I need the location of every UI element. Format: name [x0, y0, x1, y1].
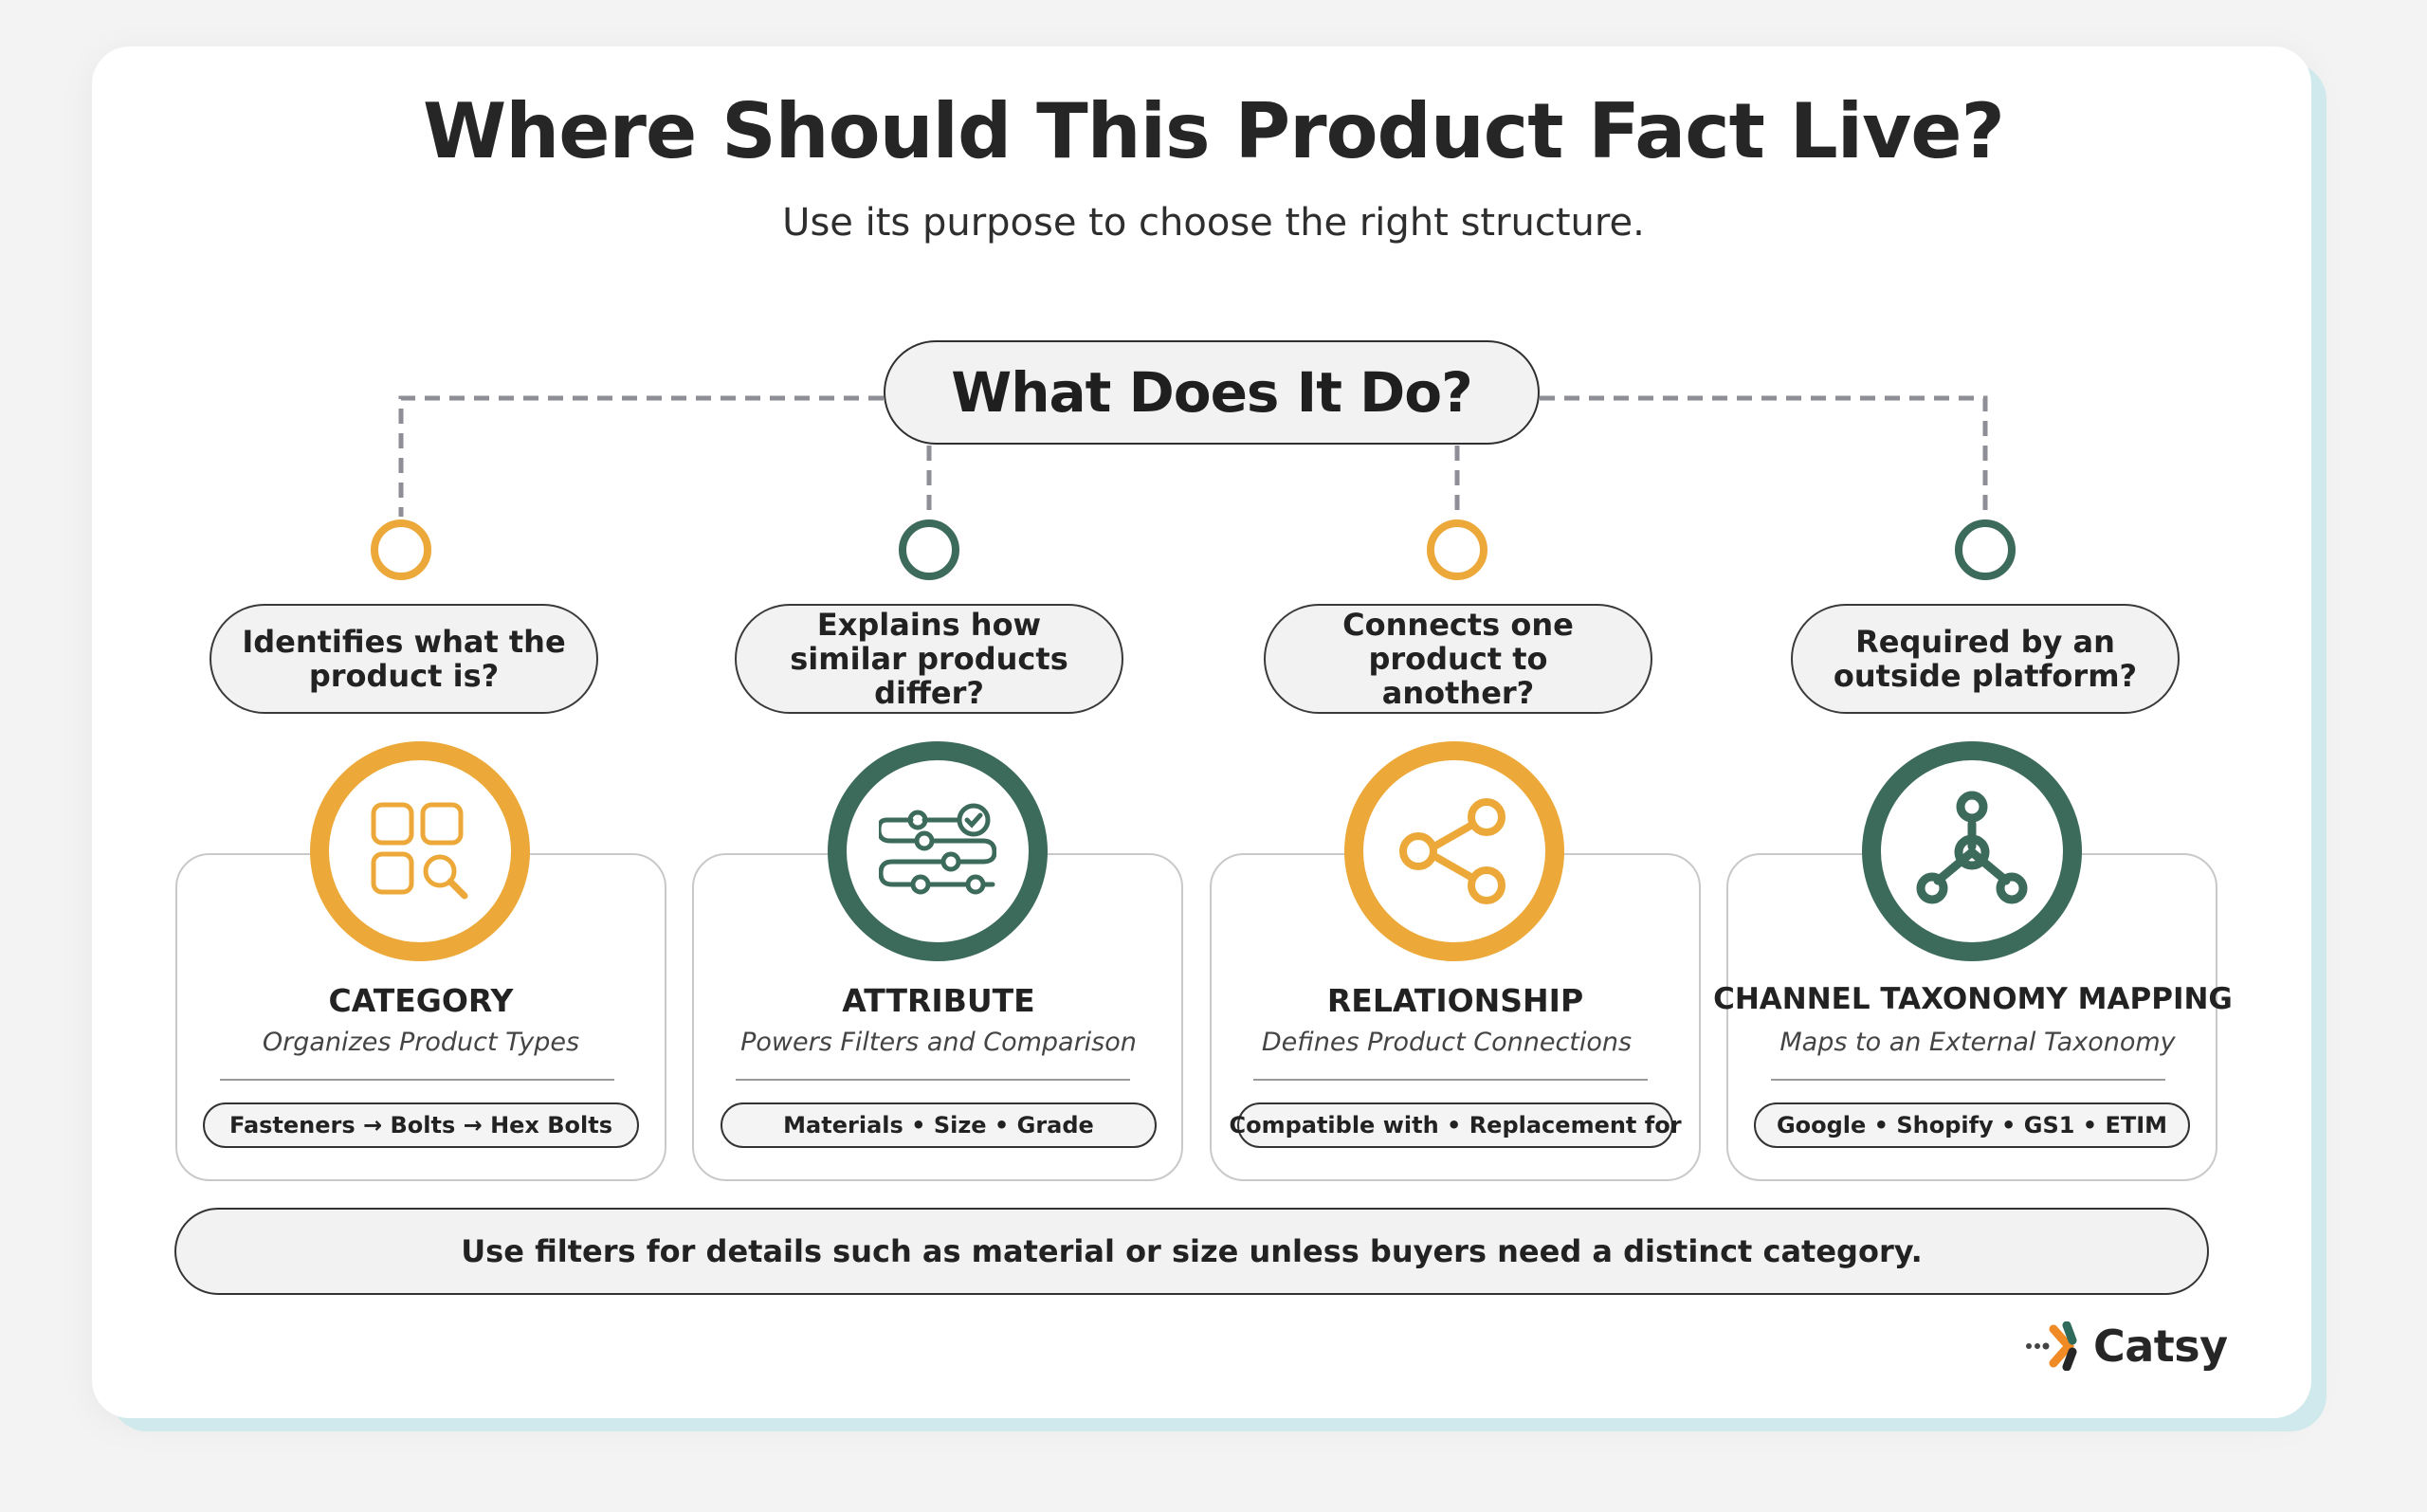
category-description: Organizes Product Types — [262, 1028, 580, 1057]
category-divider — [220, 1079, 614, 1081]
page-title: Where Should This Product Fact Live? — [423, 87, 2005, 175]
channel-title: CHANNEL TAXONOMY MAPPING — [1713, 982, 2233, 1016]
relationship-title: RELATIONSHIP — [1326, 982, 1584, 1019]
channel-example: Google • Shopify • GS1 • ETIM — [1754, 1102, 2190, 1148]
network-hub-icon — [1916, 791, 2028, 904]
catsy-logo-text: Catsy — [2093, 1321, 2228, 1372]
center-question: What Does It Do? — [884, 340, 1540, 445]
attribute-sliders-icon — [879, 803, 996, 895]
attribute-title: ATTRIBUTE — [842, 982, 1035, 1019]
question-pill-attribute: Explains how similar products differ? — [735, 604, 1123, 714]
catsy-logo-mark-icon — [2026, 1321, 2077, 1371]
connector-category — [398, 395, 884, 517]
channel-description: Maps to an External Taxonomy — [1779, 1028, 2176, 1057]
badge-channel — [1862, 741, 2082, 961]
question-pill-relationship: Connects one product to another? — [1264, 604, 1652, 714]
category-grid-search-icon — [371, 802, 468, 900]
infographic-card — [92, 46, 2311, 1418]
ring-relationship — [1427, 519, 1487, 580]
category-example: Fasteners → Bolts → Hex Bolts — [203, 1102, 639, 1148]
share-nodes-icon — [1399, 798, 1505, 904]
badge-attribute — [828, 741, 1048, 961]
relationship-example: Compatible with • Replacement for — [1229, 1102, 1682, 1148]
channel-divider — [1771, 1079, 2165, 1081]
attribute-example: Materials • Size • Grade — [721, 1102, 1157, 1148]
badge-category — [310, 741, 530, 961]
connector-relationship — [1540, 395, 1988, 517]
catsy-logo: Catsy — [2025, 1318, 2228, 1375]
relationship-divider — [1253, 1079, 1648, 1081]
ring-category — [371, 519, 431, 580]
relationship-description: Defines Product Connections — [1261, 1028, 1633, 1057]
ring-channel — [1955, 519, 2016, 580]
attribute-divider — [736, 1079, 1130, 1081]
badge-relationship — [1344, 741, 1564, 961]
footer-note: Use filters for details such as material… — [174, 1208, 2209, 1295]
ring-attribute — [899, 519, 959, 580]
question-pill-channel: Required by an outside platform? — [1791, 604, 2180, 714]
category-title: CATEGORY — [328, 982, 514, 1019]
page-subtitle: Use its purpose to choose the right stru… — [782, 201, 1645, 245]
attribute-description: Powers Filters and Comparison — [740, 1028, 1137, 1057]
question-pill-category: Identifies what the product is? — [210, 604, 598, 714]
